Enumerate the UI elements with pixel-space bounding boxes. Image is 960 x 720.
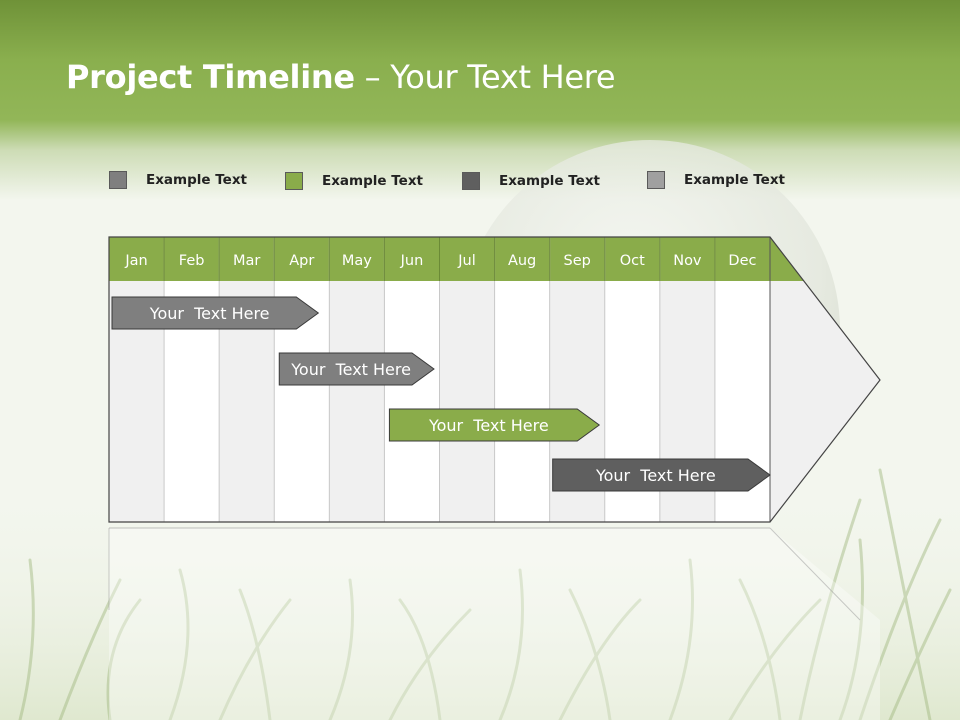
month-label: May [342,253,372,269]
month-label: Dec [728,253,756,269]
reflection-line [769,527,861,621]
timeline-outline [108,236,881,523]
month-label: Feb [179,253,205,269]
task-label: Your Text Here [428,416,549,435]
legend-swatch [109,171,127,189]
legend-swatch [462,172,480,190]
legend-label: Example Text [499,173,600,189]
month-label: Jan [124,253,147,269]
grass-blades [18,468,952,720]
page-title: Project Timeline – Your Text Here [66,58,616,96]
timeline-reflection [109,528,880,720]
title-rest: – Your Text Here [354,58,616,96]
month-label: Jul [457,253,476,269]
task-label: Your Text Here [595,466,716,485]
month-label: Aug [508,253,536,269]
task-label: Your Text Here [290,360,411,379]
legend-swatch [647,171,665,189]
month-label: Apr [289,253,314,269]
month-label: Sep [564,253,591,269]
legend-label: Example Text [322,173,423,189]
month-label: Nov [673,253,702,269]
task-label: Your Text Here [149,304,270,323]
month-header-bar [109,237,804,281]
task-arrow [111,296,320,330]
task-arrow [388,408,601,442]
month-label: Mar [233,253,260,269]
month-column [494,281,550,522]
month-label: Oct [620,253,645,269]
month-column [439,281,495,522]
legend-label: Example Text [146,172,247,188]
header-band [0,0,960,200]
legend-label: Example Text [684,172,785,188]
timeline-tip [770,281,880,522]
month-column [329,281,385,522]
title-bold: Project Timeline [66,58,355,96]
task-arrow [278,352,435,386]
task-arrow [552,458,771,492]
month-column [384,281,440,522]
month-label: Jun [400,253,424,269]
legend-swatch [285,172,303,190]
